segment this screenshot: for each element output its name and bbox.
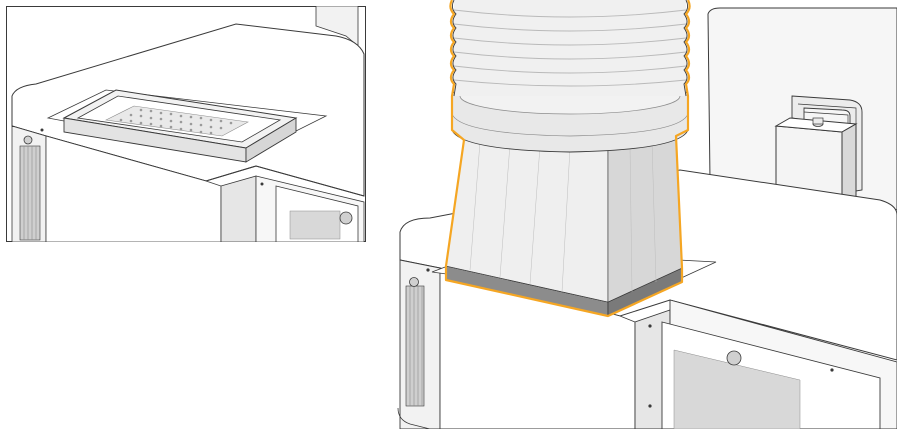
vent-grille-icon <box>19 145 41 241</box>
thumbscrew-icon <box>726 350 742 366</box>
duct-installation-panel <box>380 0 897 429</box>
vent-grille-icon <box>289 210 341 240</box>
duct-installation-illustration <box>397 0 897 429</box>
inset-drip-tray-illustration <box>6 6 366 242</box>
highlight-outline <box>444 0 691 318</box>
flexible-duct-icon <box>451 0 689 97</box>
thumbscrew-icon <box>339 211 353 225</box>
vent-grille-icon <box>673 349 801 429</box>
drip-tray-icon <box>62 89 298 163</box>
duct-adapter-icon <box>445 73 689 317</box>
vent-grille-icon <box>405 285 425 407</box>
inset-tray-panel <box>6 6 366 242</box>
thumbscrew-icon <box>23 135 33 145</box>
thumbscrew-icon <box>409 277 419 287</box>
